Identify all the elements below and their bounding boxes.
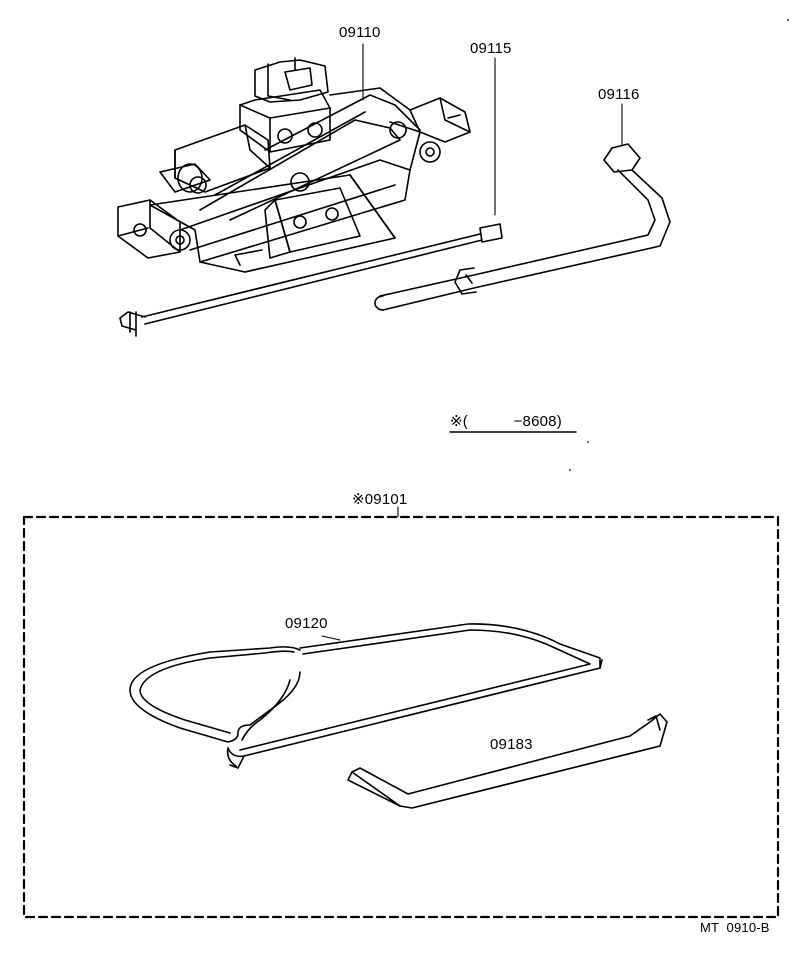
tool-bag-leader — [321, 635, 341, 641]
tool-bag — [129, 623, 603, 769]
figure-code: MT 0910-B — [700, 920, 770, 935]
tool-kit-boundary — [22, 515, 780, 919]
date-note: ※( −8608) — [450, 413, 562, 430]
part-label-jack: 09110 — [339, 24, 381, 41]
lug-wrench — [374, 143, 671, 311]
part-label-tool-kit: ※09101 — [352, 491, 408, 508]
leader-lines-upper — [362, 43, 623, 216]
scissor-jack — [117, 57, 471, 273]
scan-specks — [569, 19, 789, 471]
part-label-tool-bag: 09120 — [285, 615, 328, 632]
tool-handle — [347, 713, 668, 809]
part-label-lug-wrench: 09116 — [598, 86, 640, 103]
part-label-jack-handle: 09115 — [470, 40, 512, 57]
jack-handle — [119, 223, 503, 337]
part-label-tool-handle: 09183 — [490, 736, 533, 753]
